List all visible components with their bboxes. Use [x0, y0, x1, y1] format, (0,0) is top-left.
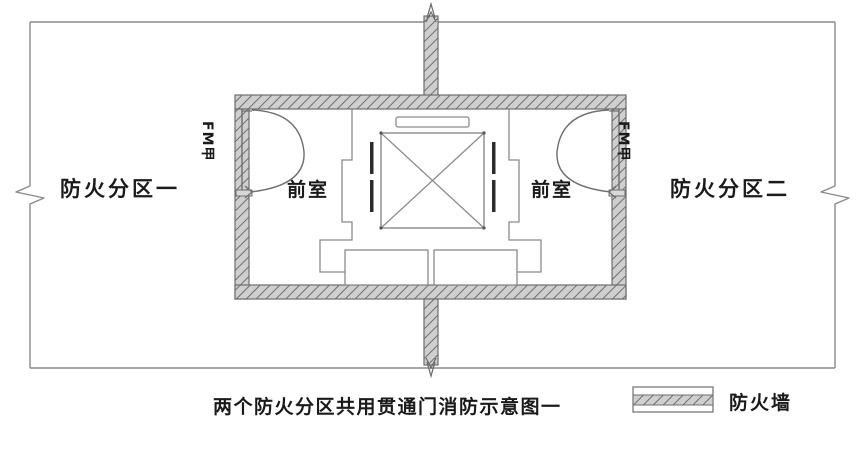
room-label-antechamber-left: 前室: [287, 179, 330, 201]
break-top-wall: [425, 1, 437, 23]
fire-wall-hatch-swatch: [632, 386, 714, 413]
fire-door-left[interactable]: [235, 109, 305, 199]
break-right-boundary: [820, 178, 850, 210]
fire-wall-vertical-top: [423, 15, 439, 102]
lower-room-right: [433, 249, 518, 286]
break-left-boundary: [15, 178, 45, 210]
shaft-door-marks-left: [370, 142, 374, 212]
shaft-door-marks-right: [492, 142, 496, 212]
core-enclosure-outline: [319, 109, 542, 285]
zone-label-right: 防火分区二: [670, 177, 790, 201]
break-bottom-wall: [425, 357, 437, 379]
room-label-antechamber-right: 前室: [531, 179, 574, 201]
fire-wall-horizontal-top: [234, 94, 627, 110]
legend-label-fire-wall: 防火墙: [729, 392, 793, 414]
elevator-car: [379, 131, 486, 230]
fire-door-label-right: FM甲: [615, 121, 631, 162]
elevator-landing-door: [395, 116, 470, 128]
fire-door-right[interactable]: [556, 109, 626, 199]
lower-room-left: [344, 249, 429, 286]
fire-wall-horizontal-bottom: [234, 284, 627, 300]
diagram-caption: 两个防火分区共用贯通门消防示意图一: [213, 396, 562, 418]
zone-label-left: 防火分区一: [60, 177, 180, 201]
fire-wall-vertical-bottom: [423, 298, 439, 366]
fire-door-label-left: FM甲: [199, 121, 215, 162]
